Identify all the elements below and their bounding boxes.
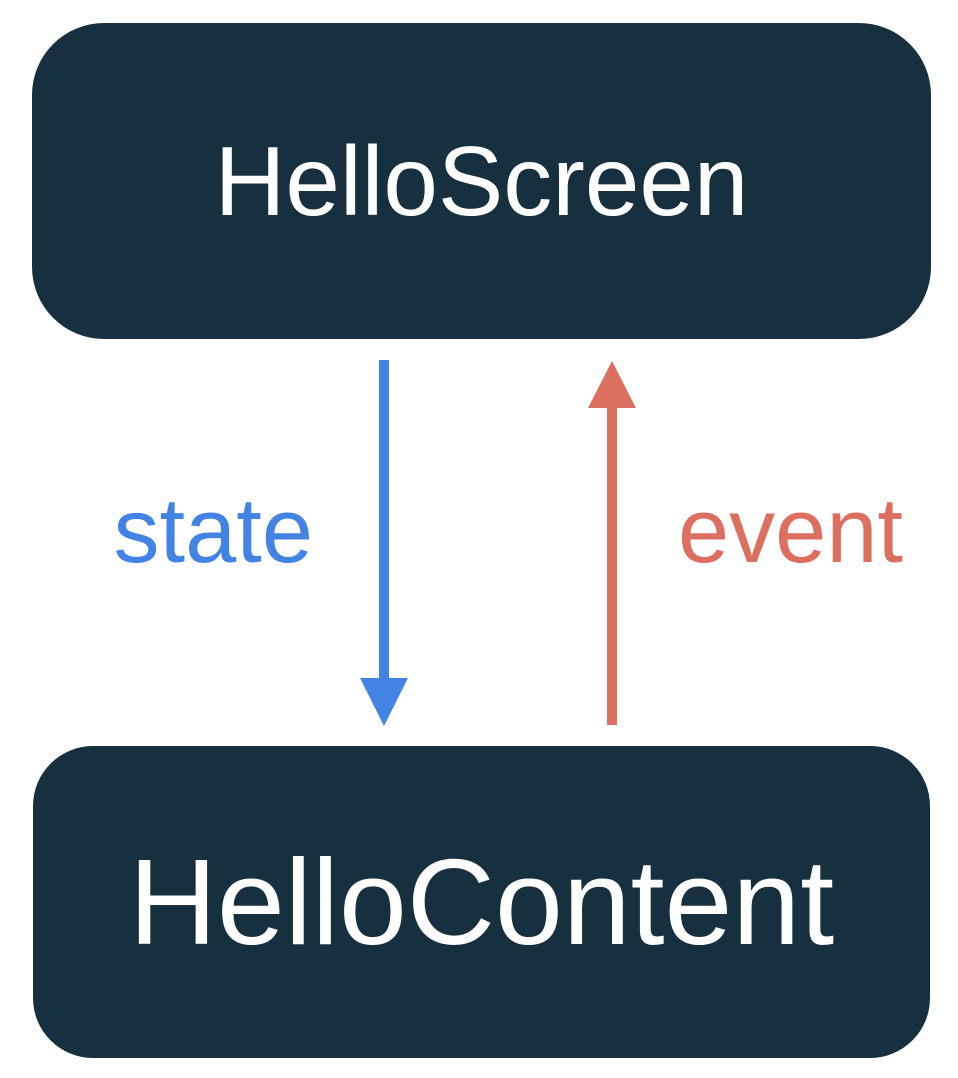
state-flow-label: state: [113, 480, 313, 582]
helloscreen-label: HelloScreen: [214, 126, 749, 236]
hellocontent-box: HelloContent: [33, 746, 930, 1058]
arrow-up-icon: [588, 361, 636, 408]
arrow-down-icon: [360, 678, 408, 726]
hellocontent-label: HelloContent: [128, 834, 835, 970]
state-arrow-shaft: [379, 360, 389, 680]
event-flow-label: event: [678, 480, 904, 582]
helloscreen-box: HelloScreen: [32, 23, 931, 339]
event-arrow-shaft: [607, 406, 617, 725]
